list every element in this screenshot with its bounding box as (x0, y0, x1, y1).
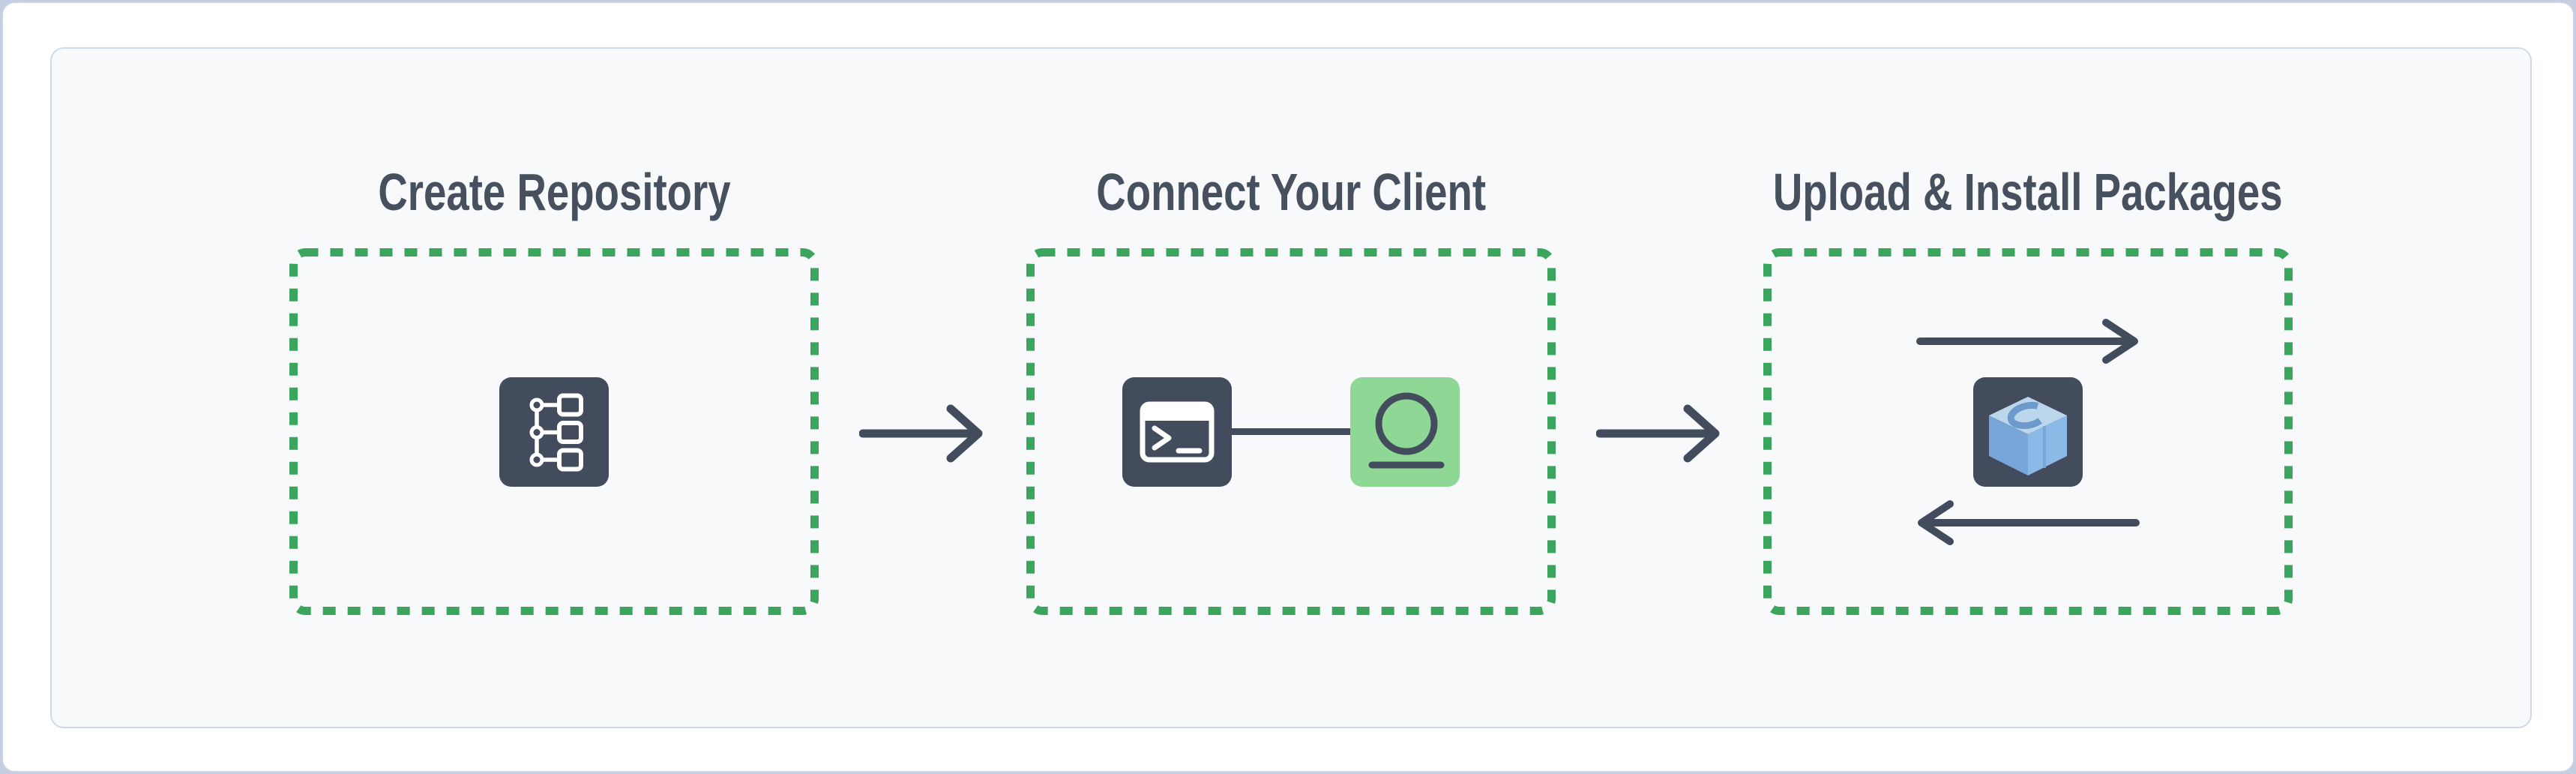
flow-arrow-1 (819, 388, 1026, 478)
repository-structure-icon (499, 376, 609, 487)
step-title: Create Repository (377, 163, 731, 221)
client-registry-icon (1350, 376, 1460, 487)
step-box-upload-install-packages (1763, 248, 2293, 615)
step-box-create-repository (289, 248, 819, 615)
package-exchange-group (1916, 317, 2140, 547)
step-title: Upload & Install Packages (1773, 163, 2283, 221)
step-upload-install-packages: Upload & Install Packages (1763, 160, 2293, 615)
right-arrow-icon (1595, 404, 1719, 463)
flow-arrow-2 (1556, 388, 1763, 478)
step-box-connect-your-client (1026, 248, 1556, 615)
dashed-box-outline (289, 248, 819, 615)
dashed-box-outline (1763, 248, 2293, 615)
terminal-icon (1122, 376, 1232, 487)
step-create-repository: Create Repository (289, 160, 819, 615)
client-connection-group (1122, 376, 1460, 487)
package-cube-icon (1973, 376, 2083, 487)
step-title: Connect Your Client (1096, 163, 1486, 221)
dashed-box-outline (1026, 248, 1556, 615)
client-link-line (1232, 428, 1350, 435)
upload-arrow-icon (1916, 318, 2138, 364)
right-arrow-icon (858, 404, 982, 463)
diagram-panel: Create Repository (50, 47, 2532, 728)
download-arrow-icon (1918, 500, 2140, 545)
workflow-diagram: Create Repository (289, 160, 2293, 615)
step-connect-your-client: Connect Your Client (1026, 160, 1556, 615)
